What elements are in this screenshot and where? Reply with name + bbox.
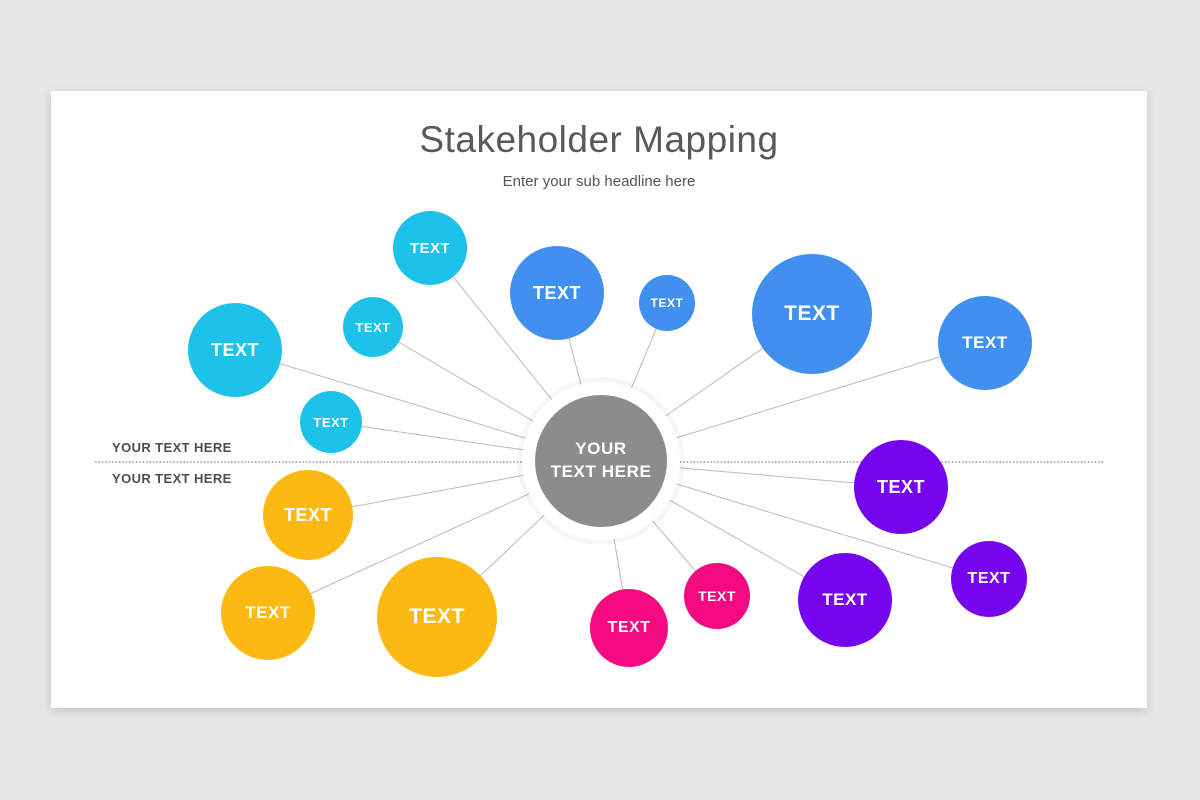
node-label: TEXT	[962, 333, 1008, 352]
node-purple-right: TEXT	[951, 541, 1027, 617]
page-title: Stakeholder Mapping	[419, 119, 779, 160]
node-label: TEXT	[355, 319, 391, 335]
center-node-label-line1: YOUR	[575, 439, 627, 459]
node-blue-large: TEXT	[752, 254, 872, 374]
node-pink-left: TEXT	[590, 589, 668, 667]
center-node-label-line2: TEXT HERE	[550, 462, 652, 481]
node-cyan-mid: TEXT	[343, 297, 403, 357]
page-subtitle: Enter your sub headline here	[502, 173, 696, 190]
node-cyan-large-left: TEXT	[188, 303, 282, 397]
node-blue-left: TEXT	[510, 246, 604, 340]
node-label: TEXT	[409, 605, 465, 628]
node-label: TEXT	[245, 603, 291, 622]
node-label: TEXT	[698, 588, 736, 604]
node-yellow-top: TEXT	[263, 470, 353, 560]
node-yellow-large: TEXT	[377, 557, 497, 677]
node-blue-right: TEXT	[938, 296, 1032, 390]
node-label: TEXT	[967, 570, 1011, 587]
node-label: TEXT	[532, 282, 581, 303]
node-blue-small: TEXT	[639, 275, 695, 331]
node-label: TEXT	[210, 339, 259, 360]
axis-label-below: YOUR TEXT HERE	[112, 471, 232, 486]
node-purple-bottom: TEXT	[798, 553, 892, 647]
node-label: TEXT	[784, 302, 840, 325]
node-purple-top: TEXT	[854, 440, 948, 534]
node-cyan-small: TEXT	[300, 391, 362, 453]
node-label: TEXT	[409, 239, 451, 257]
slide-canvas: Stakeholder Mapping Enter your sub headl…	[51, 91, 1147, 708]
node-label: TEXT	[876, 476, 925, 497]
node-yellow-left: TEXT	[221, 566, 315, 660]
node-pink-right: TEXT	[684, 563, 750, 629]
center-node: YOUR TEXT HERE	[535, 395, 667, 527]
node-label: TEXT	[822, 590, 868, 609]
axis-label-above: YOUR TEXT HERE	[112, 440, 232, 455]
node-label: TEXT	[607, 619, 651, 636]
node-label: TEXT	[313, 414, 349, 430]
node-label: TEXT	[283, 504, 332, 525]
node-cyan-top: TEXT	[393, 211, 467, 285]
center-node-halo: YOUR TEXT HERE	[522, 382, 680, 540]
node-label: TEXT	[650, 296, 684, 310]
